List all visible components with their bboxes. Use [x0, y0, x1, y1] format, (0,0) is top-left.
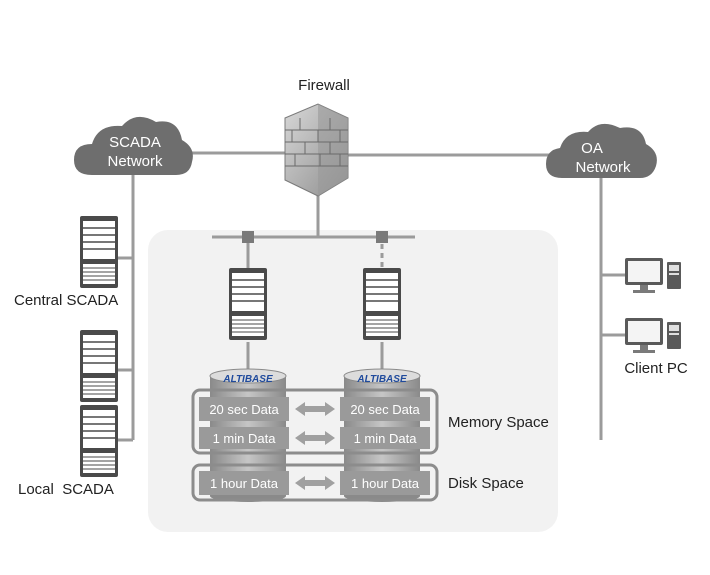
- disk-space-frame: [191, 463, 439, 502]
- client-pc-icon: [625, 258, 681, 293]
- scada-network-label-line2: Network: [107, 153, 163, 170]
- data-box: 1 hour Data: [199, 471, 289, 495]
- scada-network-cloud: SCADA Network: [74, 116, 193, 175]
- data-box-label: 1 hour Data: [351, 476, 420, 491]
- local-scada-label: Local SCADA: [18, 481, 114, 498]
- client-pc-label: Client PC: [624, 360, 688, 377]
- local-scada-server-icon: [79, 404, 119, 478]
- db-server-icon: [362, 267, 402, 341]
- oa-network-label-line2: Network: [575, 159, 631, 176]
- local-scada-server-icon: [79, 329, 119, 403]
- data-box: 1 hour Data: [340, 471, 430, 495]
- oa-network-label-line1: OA: [581, 140, 603, 157]
- memory-space-frame: [191, 388, 439, 455]
- client-pc-icon: [625, 318, 681, 353]
- sync-arrow-icon: [295, 402, 335, 416]
- memory-space-label: Memory Space: [448, 414, 549, 431]
- disk-space-label: Disk Space: [448, 475, 524, 492]
- data-box: 20 sec Data: [199, 397, 289, 421]
- data-box-label: 1 min Data: [213, 431, 277, 446]
- altibase-logo: ALTIBASE: [356, 374, 407, 385]
- firewall-icon: [284, 103, 349, 197]
- sync-arrow-icon: [295, 476, 335, 490]
- data-box: 1 min Data: [199, 427, 289, 449]
- switch-node: [242, 231, 254, 243]
- central-scada-server-icon: [79, 215, 119, 289]
- sync-arrow-icon: [295, 431, 335, 445]
- data-box-label: 20 sec Data: [209, 402, 279, 417]
- altibase-logo: ALTIBASE: [222, 374, 273, 385]
- data-box: 1 min Data: [340, 427, 430, 449]
- db-server-icon: [228, 267, 268, 341]
- data-box: 20 sec Data: [340, 397, 430, 421]
- central-scada-label: Central SCADA: [14, 292, 118, 309]
- data-box-label: 1 min Data: [354, 431, 418, 446]
- data-box-label: 1 hour Data: [210, 476, 279, 491]
- scada-network-label-line1: SCADA: [109, 134, 161, 151]
- switch-node: [376, 231, 388, 243]
- oa-network-cloud: OA Network: [546, 123, 657, 178]
- data-box-label: 20 sec Data: [350, 402, 420, 417]
- firewall-label: Firewall: [298, 77, 350, 94]
